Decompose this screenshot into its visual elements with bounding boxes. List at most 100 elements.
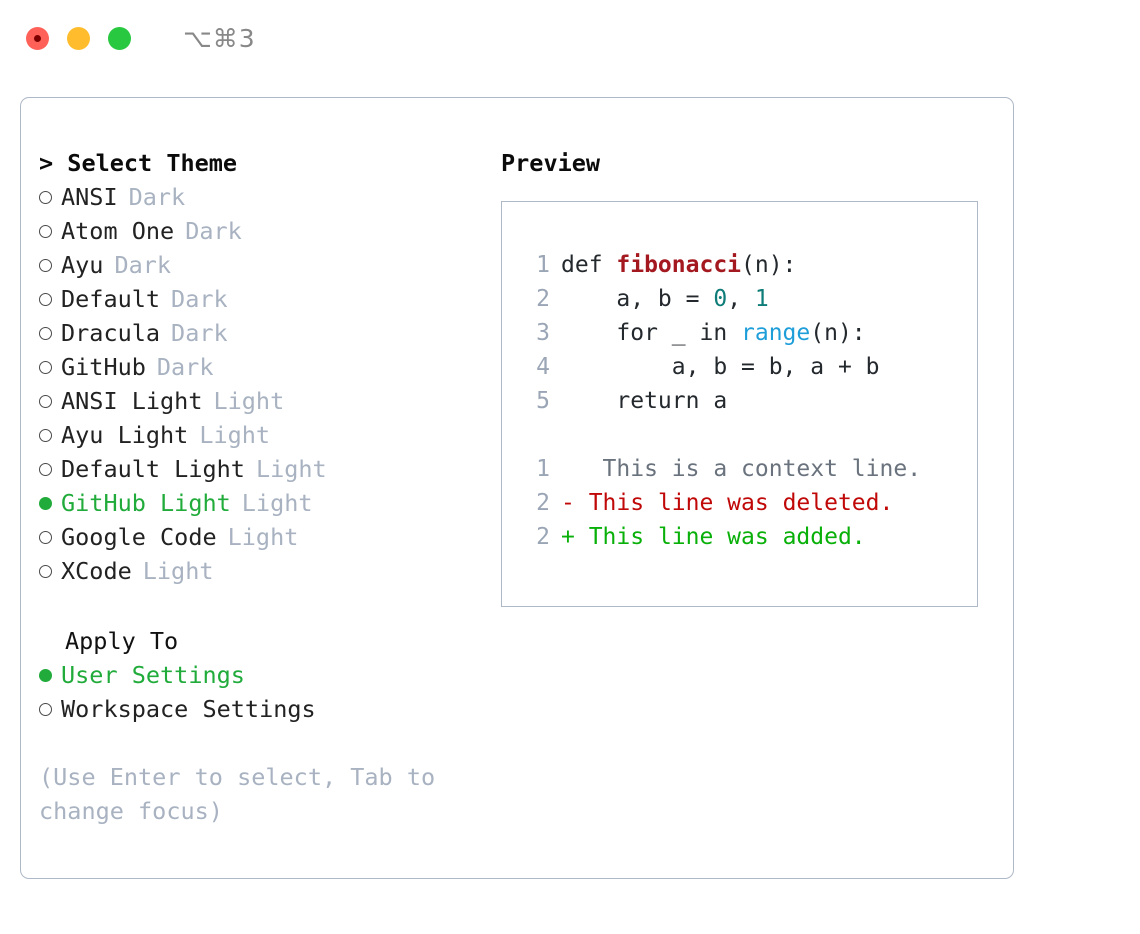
apply-to-heading: Apply To: [65, 627, 179, 655]
radio-unselected-icon: [39, 451, 61, 485]
theme-option-ayu-light[interactable]: Ayu Light Light: [39, 418, 489, 452]
theme-option-default-light[interactable]: Default Light Light: [39, 452, 489, 486]
diff-line-del: 2- This line was deleted.: [524, 486, 977, 520]
code-line: 5 return a: [524, 384, 977, 418]
diff-marker: -: [561, 490, 575, 516]
radio-selected-icon: [39, 485, 61, 519]
preview-heading: Preview: [501, 149, 601, 177]
code-line: 1 def fibonacci(n):: [524, 248, 977, 282]
apply-to-option-label: User Settings: [61, 661, 245, 689]
code-line-number: 3: [536, 320, 550, 346]
theme-option-label: Ayu: [61, 251, 104, 279]
diff-line-number: 1: [536, 456, 550, 482]
apply-to-option-user-settings[interactable]: User Settings: [39, 658, 489, 692]
code-token-plain: ,: [727, 286, 755, 312]
theme-option-tag: Dark: [128, 183, 186, 211]
theme-option-label: Default Light: [61, 455, 245, 483]
maximize-window-button[interactable]: [108, 26, 131, 50]
code-line-text: a, b = 0, 1: [561, 282, 768, 316]
code-line-number: 4: [536, 354, 550, 380]
radio-unselected-icon: [39, 281, 61, 315]
diff-line-text: This line was added.: [574, 524, 866, 550]
radio-unselected-icon: [39, 417, 61, 451]
theme-option-tag: Light: [142, 557, 214, 585]
code-line-number: 5: [536, 388, 550, 414]
theme-option-atom-one[interactable]: Atom One Dark: [39, 214, 489, 248]
radio-unselected-icon: [39, 519, 61, 553]
code-line-number: 1: [536, 252, 550, 278]
code-token-num: 0: [713, 286, 728, 312]
diff-line-text: This is a context line.: [574, 456, 922, 482]
apply-to-option-label: Workspace Settings: [61, 695, 316, 723]
code-token-plain: a, b = b, a + b: [561, 354, 880, 380]
radio-unselected-icon: [39, 247, 61, 281]
radio-unselected-icon: [39, 179, 61, 213]
code-line-text: def fibonacci(n):: [561, 248, 796, 282]
radio-unselected-icon: [39, 349, 61, 383]
diff-sample-block: 1 This is a context line.2- This line wa…: [524, 452, 977, 554]
keyboard-shortcut-label: ⌥⌘3: [183, 23, 256, 53]
radio-unselected-icon: [39, 213, 61, 247]
diff-line-text: This line was deleted.: [574, 490, 894, 516]
code-token-builtin: range: [741, 320, 811, 346]
theme-option-github[interactable]: GitHub Dark: [39, 350, 489, 384]
close-window-button[interactable]: [26, 26, 49, 50]
theme-option-label: Google Code: [61, 523, 217, 551]
theme-option-tag: Light: [199, 421, 271, 449]
code-line-text: a, b = b, a + b: [561, 350, 880, 384]
theme-option-tag: Light: [227, 523, 299, 551]
theme-option-tag: Light: [255, 455, 327, 483]
theme-option-tag: Light: [213, 387, 285, 415]
diff-line-add: 2+ This line was added.: [524, 520, 977, 554]
radio-unselected-icon: [39, 315, 61, 349]
apply-to-option-workspace-settings[interactable]: Workspace Settings: [39, 692, 489, 726]
theme-option-tag: Dark: [114, 251, 172, 279]
diff-line-number: 2: [536, 524, 550, 550]
code-token-plain: def: [561, 252, 617, 278]
theme-option-tag: Dark: [185, 217, 242, 245]
theme-option-ayu[interactable]: Ayu Dark: [39, 248, 489, 282]
theme-option-label: GitHub: [61, 353, 146, 381]
keyboard-hint-text: (Use Enter to select, Tab to change focu…: [39, 763, 450, 825]
title-bar: ⌥⌘3: [0, 0, 1140, 76]
code-line: 4 a, b = b, a + b: [524, 350, 977, 384]
diff-line-ctx: 1 This is a context line.: [524, 452, 977, 486]
diff-line-number: 2: [536, 490, 550, 516]
code-line-number: 2: [536, 286, 550, 312]
code-line-text: return a: [561, 384, 727, 418]
code-line: 3 for _ in range(n):: [524, 316, 977, 350]
theme-option-google-code[interactable]: Google Code Light: [39, 520, 489, 554]
theme-option-tag: Dark: [156, 353, 214, 381]
theme-option-tag: Light: [241, 489, 313, 517]
theme-option-default[interactable]: Default Dark: [39, 282, 489, 316]
traffic-light-group: [26, 26, 131, 50]
theme-option-tag: Dark: [171, 285, 228, 313]
select-theme-heading: > Select Theme: [39, 149, 238, 177]
theme-option-tag: Dark: [171, 319, 228, 347]
minimize-window-button[interactable]: [67, 26, 90, 50]
code-line-text: for _ in range(n):: [561, 316, 866, 350]
theme-option-label: Atom One: [61, 217, 175, 245]
theme-option-label: Default: [61, 285, 161, 313]
theme-option-label: Dracula: [61, 319, 161, 347]
code-token-plain: (n):: [810, 320, 866, 346]
theme-option-dracula[interactable]: Dracula Dark: [39, 316, 489, 350]
theme-option-label: Ayu Light: [61, 421, 189, 449]
code-token-plain: a, b =: [561, 286, 714, 312]
code-diff-spacer: [524, 418, 977, 452]
radio-unselected-icon: [39, 553, 61, 587]
